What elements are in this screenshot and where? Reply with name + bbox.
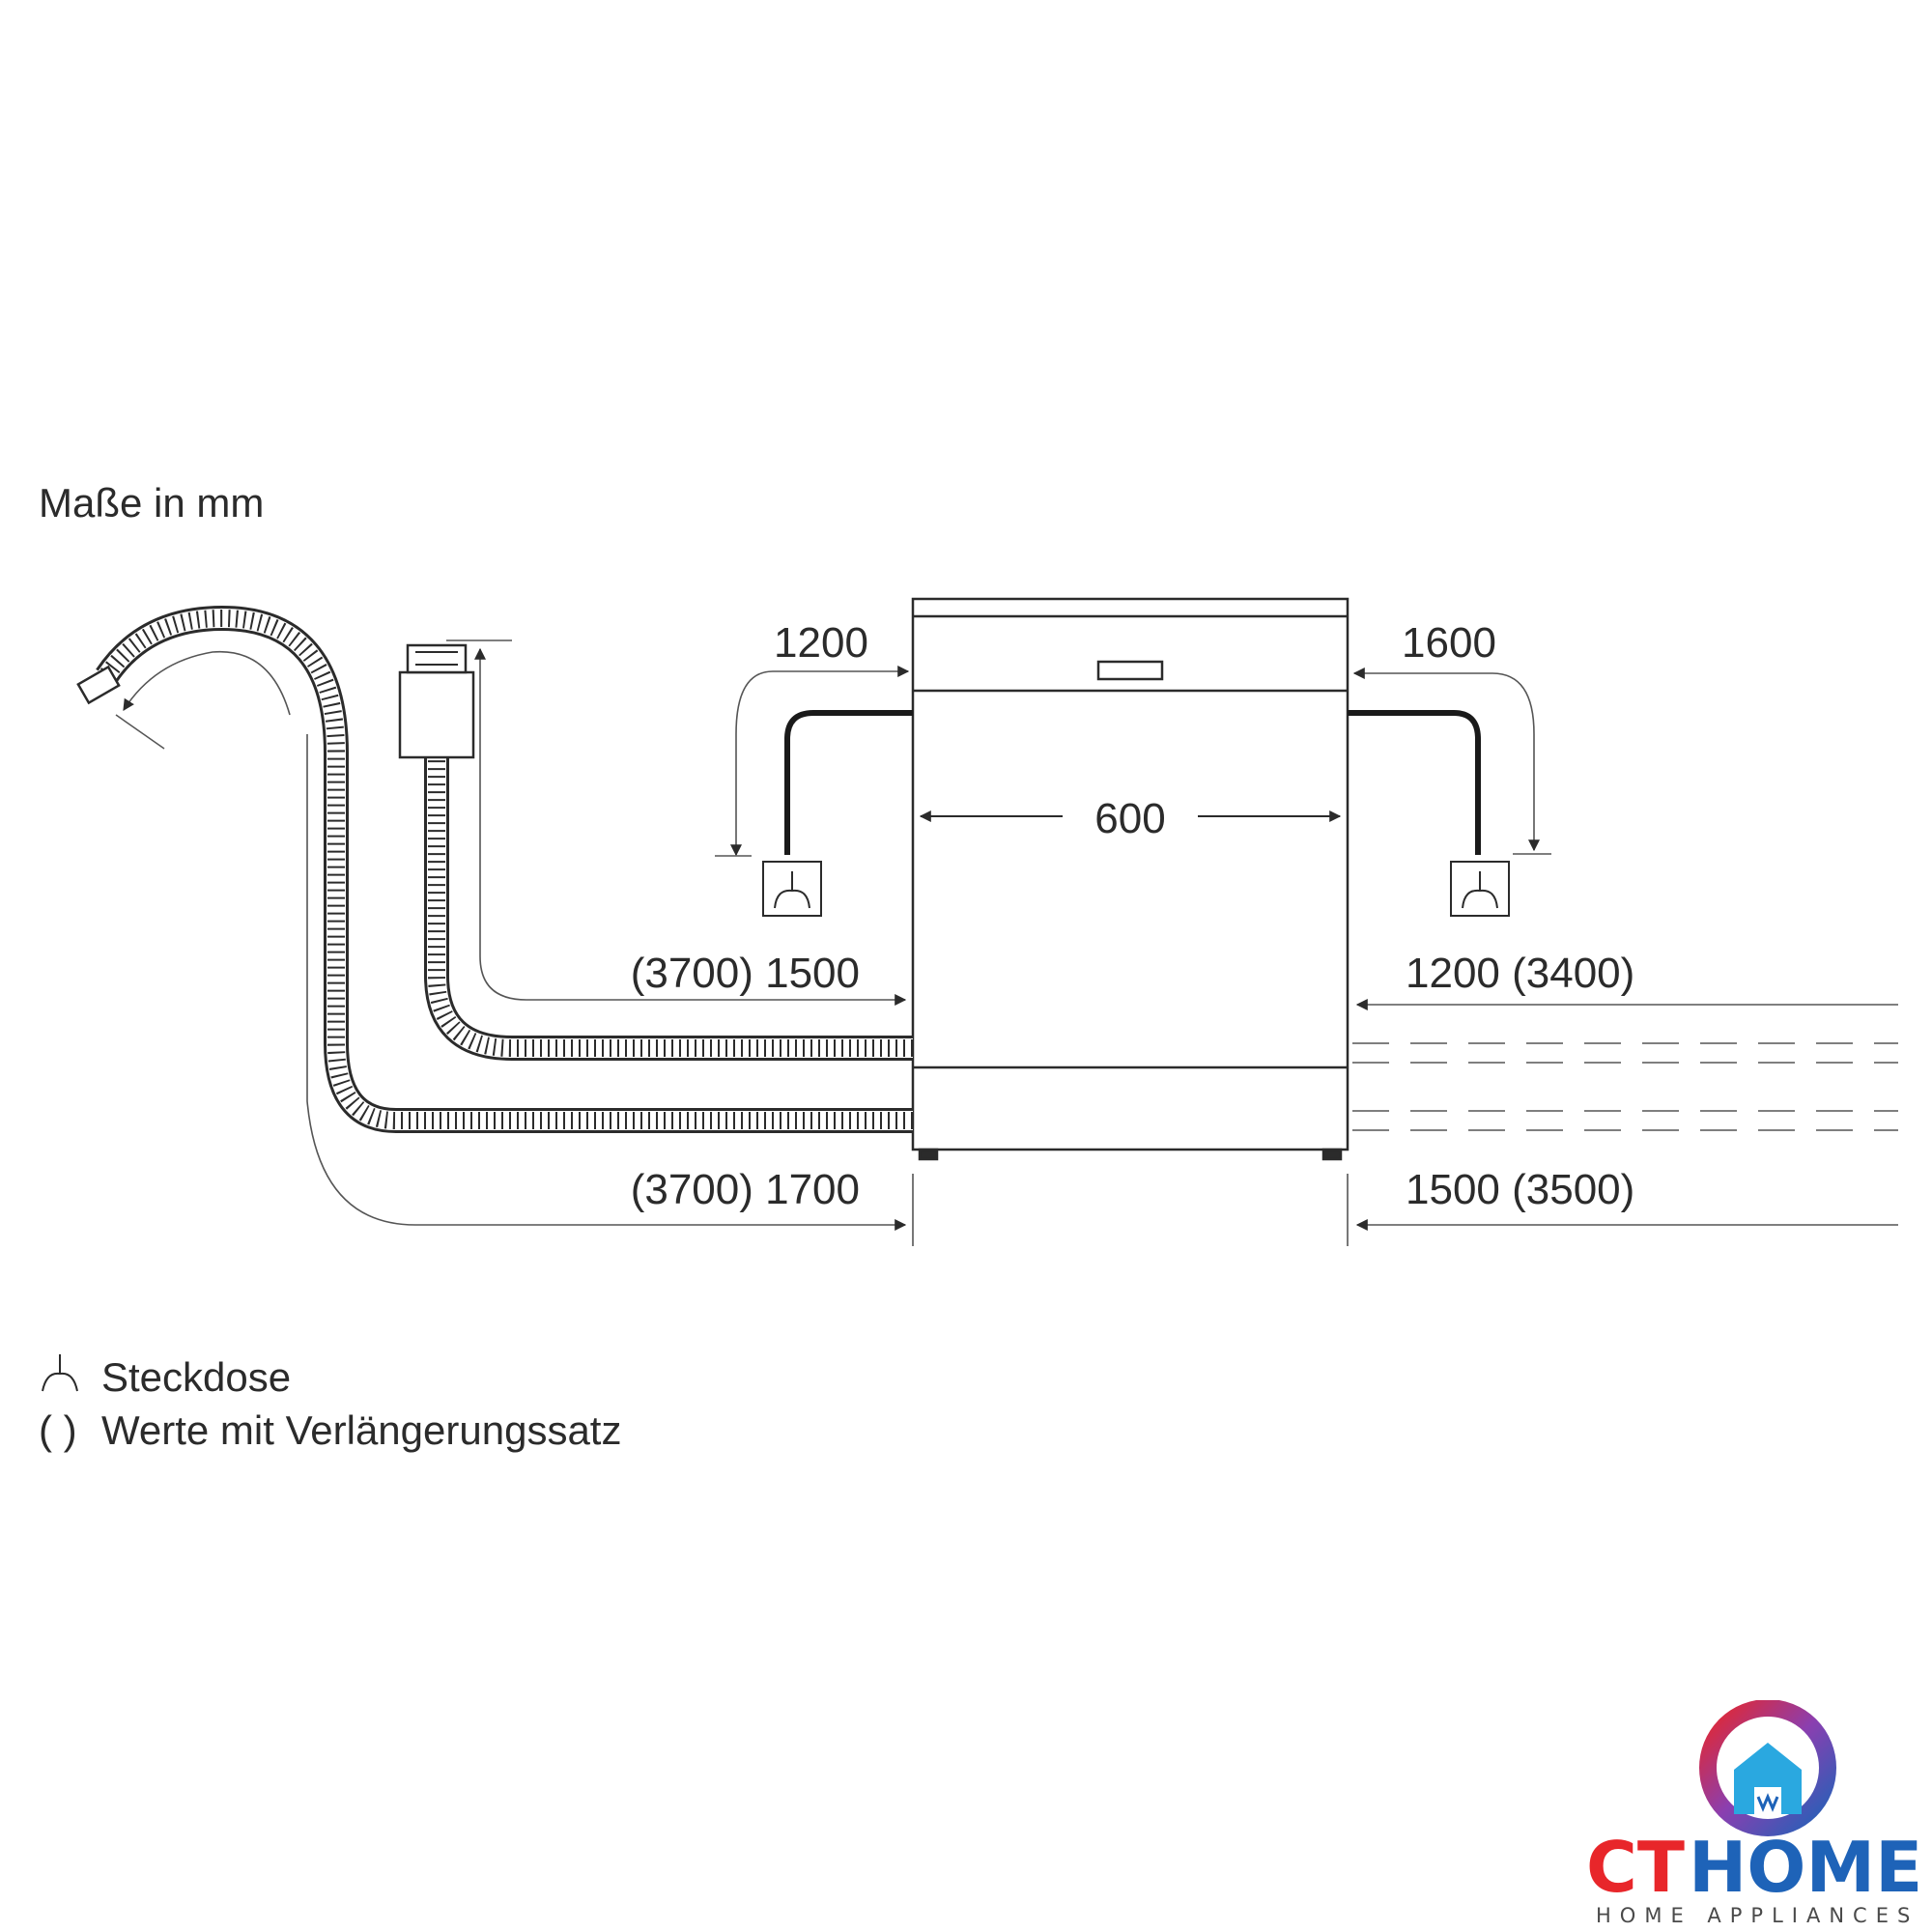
units-title: Maße in mm: [39, 480, 264, 526]
cthome-logo: CT HOME HOME APPLIANCES: [1565, 1699, 1932, 1932]
drain-hose: [76, 605, 913, 1133]
right-mid-label: 1200 (3400): [1406, 950, 1634, 997]
left-cable-length-arrow: [730, 666, 910, 857]
drain-hose-end: [76, 665, 121, 705]
house-logo-icon: [1699, 1699, 1836, 1836]
logo-tagline: HOME APPLIANCES: [1596, 1904, 1918, 1927]
right-bottom-label: 1500 (3500): [1406, 1166, 1634, 1213]
width-label: 600: [1094, 795, 1165, 842]
drain-length-arrow: [306, 734, 907, 1231]
power-cable-right: [1348, 710, 1481, 855]
hose-connector: [406, 643, 468, 674]
right-hose-guides: [1352, 999, 1898, 1231]
socket-legend-icon: [42, 1354, 78, 1392]
right-cable-length-arrow: [1352, 668, 1540, 852]
socket-left-icon: [762, 861, 822, 917]
door-handle: [1096, 660, 1164, 681]
aquastop-box: [398, 670, 475, 759]
dishwasher: [911, 597, 1350, 1161]
foot-left: [918, 1148, 939, 1161]
left-mid-label: (3700) 1500: [631, 950, 860, 997]
foot-right: [1321, 1148, 1343, 1161]
power-cable-left: [784, 710, 913, 855]
socket-right-icon: [1450, 861, 1510, 917]
legend-paren-symbol: ( ): [39, 1407, 77, 1453]
logo-home: HOME: [1689, 1827, 1922, 1908]
legend-paren-label: Werte mit Verlängerungssatz: [101, 1407, 621, 1453]
logo-ct: CT: [1586, 1827, 1685, 1908]
dishwasher-outline: [911, 597, 1350, 1151]
inlet-length-arrow: [474, 647, 907, 1006]
inlet-hose: [398, 639, 913, 1061]
left-top-label: 1200: [774, 619, 868, 667]
left-bottom-label: (3700) 1700: [631, 1166, 860, 1213]
legend-socket-label: Steckdose: [101, 1354, 291, 1400]
right-top-label: 1600: [1402, 619, 1496, 667]
